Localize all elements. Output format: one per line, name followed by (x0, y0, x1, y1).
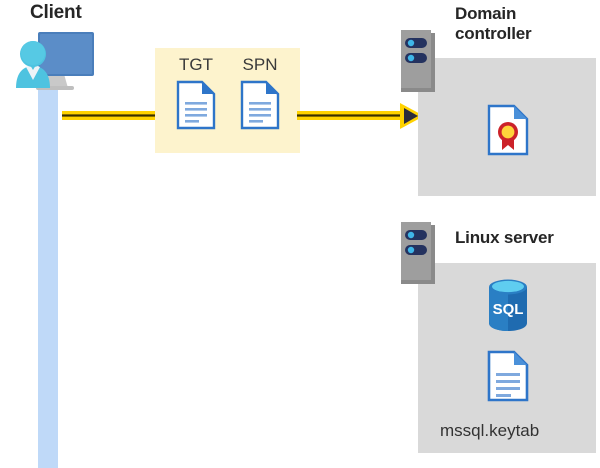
connector-line-left (62, 111, 158, 120)
ticket-caption-tgt: TGT (179, 55, 213, 74)
ticket-item-tgt: TGT (168, 54, 224, 130)
document-icon (240, 80, 280, 130)
certificate-document-icon (487, 104, 529, 156)
ticket-caption-spn: SPN (242, 55, 278, 74)
domain-controller-label: Domain controller (455, 4, 532, 43)
linux-server-label: Linux server (455, 228, 554, 247)
connector-line-right (297, 111, 401, 120)
client-lifeline (38, 78, 58, 468)
document-icon (176, 80, 216, 130)
server-tower-icon (401, 222, 435, 284)
sql-database-icon: SQL (485, 278, 531, 332)
document-icon (487, 350, 529, 402)
arrow-right-icon (399, 102, 425, 130)
ticket-item-spn: SPN (232, 54, 288, 130)
keytab-file-label: mssql.keytab (440, 421, 540, 440)
sql-label: SQL (493, 301, 524, 318)
client-label: Client (30, 2, 82, 23)
user-workstation-icon (6, 26, 98, 98)
server-tower-icon (401, 30, 435, 92)
